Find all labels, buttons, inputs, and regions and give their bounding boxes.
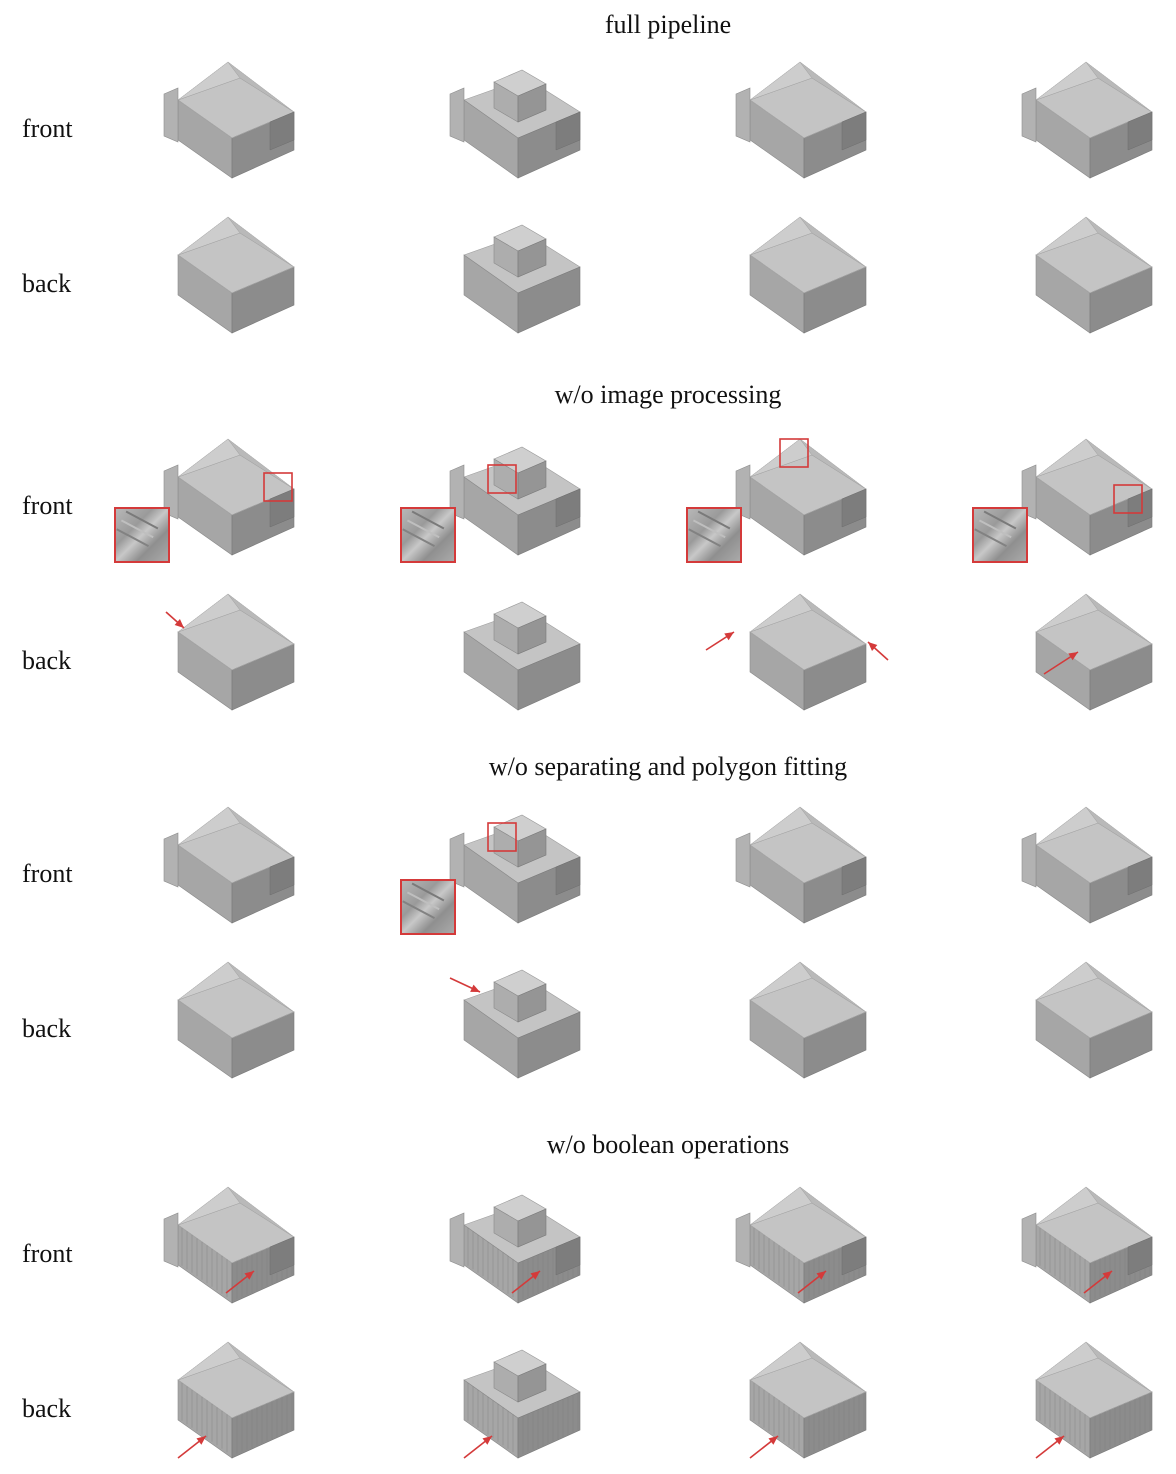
mesh-render (732, 1185, 882, 1305)
red-arrow-icon (177, 1435, 207, 1459)
mesh-render (1018, 1340, 1168, 1460)
red-arrow-icon (749, 1435, 779, 1459)
building-mesh-icon (449, 69, 581, 179)
row-label-back: back (22, 1394, 72, 1423)
building-mesh-icon (177, 1341, 295, 1459)
mesh-render (1018, 215, 1168, 335)
row-label-back: back (22, 646, 72, 675)
building-mesh-icon (749, 593, 867, 711)
zoom-box-icon (487, 822, 517, 852)
building-mesh-icon (1035, 1341, 1153, 1459)
building-mesh-icon (1021, 806, 1153, 924)
mesh-render (160, 60, 310, 180)
mesh-render (732, 960, 882, 1080)
red-arrow-icon (867, 641, 889, 661)
building-mesh-icon (1021, 438, 1153, 556)
building-mesh-icon (1035, 961, 1153, 1079)
mesh-render (160, 437, 310, 557)
building-mesh-icon (1035, 593, 1153, 711)
red-arrow-icon (511, 1270, 541, 1294)
building-mesh-icon (1035, 216, 1153, 334)
zoom-inset (972, 507, 1028, 563)
mesh-render (705, 592, 889, 712)
building-mesh-icon (735, 61, 867, 179)
section-title: w/o image processing (554, 380, 782, 409)
mesh-render (1018, 960, 1168, 1080)
mesh-render (1018, 805, 1168, 925)
mesh-render (732, 215, 882, 335)
building-mesh-icon (463, 224, 581, 334)
mesh-render (160, 960, 310, 1080)
building-mesh-icon (163, 806, 295, 924)
zoom-box-icon (1113, 484, 1143, 514)
red-arrow-icon (1035, 1435, 1065, 1459)
mesh-render (1018, 60, 1168, 180)
zoom-box-icon (263, 472, 293, 502)
red-arrow-icon (463, 1435, 493, 1459)
building-mesh-icon (163, 1186, 295, 1304)
mesh-render (1018, 592, 1168, 712)
mesh-render (446, 437, 596, 557)
zoom-box-icon (487, 464, 517, 494)
red-arrow-icon (1083, 1270, 1113, 1294)
building-mesh-icon (463, 1349, 581, 1459)
mesh-render (732, 437, 882, 557)
building-mesh-icon (177, 216, 295, 334)
mesh-render (160, 592, 310, 712)
mesh-render (446, 960, 596, 1080)
building-mesh-icon (463, 601, 581, 711)
mesh-render (732, 1340, 882, 1460)
red-arrow-icon (705, 631, 735, 651)
section-title: w/o separating and polygon fitting (488, 752, 848, 781)
building-mesh-icon (163, 438, 295, 556)
zoom-inset (114, 507, 170, 563)
zoom-inset (400, 879, 456, 935)
mesh-render (160, 805, 310, 925)
row-label-back: back (22, 269, 72, 298)
building-mesh-icon (749, 1341, 867, 1459)
building-mesh-icon (163, 61, 295, 179)
building-mesh-icon (735, 1186, 867, 1304)
building-mesh-icon (449, 1194, 581, 1304)
red-arrow-icon (449, 977, 481, 993)
building-mesh-icon (749, 216, 867, 334)
row-label-front: front (22, 491, 73, 520)
mesh-render (1018, 1185, 1168, 1305)
building-mesh-icon (177, 961, 295, 1079)
section-title: w/o boolean operations (546, 1130, 790, 1159)
building-mesh-icon (749, 961, 867, 1079)
mesh-render (446, 592, 596, 712)
mesh-render (446, 215, 596, 335)
row-label-front: front (22, 1239, 73, 1268)
building-mesh-icon (1021, 1186, 1153, 1304)
building-mesh-icon (449, 814, 581, 924)
row-label-front: front (22, 114, 73, 143)
mesh-render (160, 1185, 310, 1305)
mesh-render (446, 1340, 596, 1460)
mesh-render (732, 805, 882, 925)
row-label-back: back (22, 1014, 72, 1043)
red-arrow-icon (165, 611, 185, 629)
row-label-front: front (22, 859, 73, 888)
mesh-render (1018, 437, 1168, 557)
zoom-inset (400, 507, 456, 563)
red-arrow-icon (797, 1270, 827, 1294)
mesh-render (446, 60, 596, 180)
building-mesh-icon (463, 969, 581, 1079)
mesh-render (160, 215, 310, 335)
building-mesh-icon (1021, 61, 1153, 179)
mesh-render (446, 1185, 596, 1305)
mesh-render (160, 1340, 310, 1460)
red-arrow-icon (1043, 651, 1079, 675)
building-mesh-icon (177, 593, 295, 711)
zoom-inset (686, 507, 742, 563)
section-title: full pipeline (604, 10, 732, 39)
building-mesh-icon (449, 446, 581, 556)
mesh-render (732, 60, 882, 180)
building-mesh-icon (735, 806, 867, 924)
red-arrow-icon (225, 1270, 255, 1294)
building-mesh-icon (735, 438, 867, 556)
mesh-render (446, 805, 596, 925)
zoom-box-icon (779, 438, 809, 468)
